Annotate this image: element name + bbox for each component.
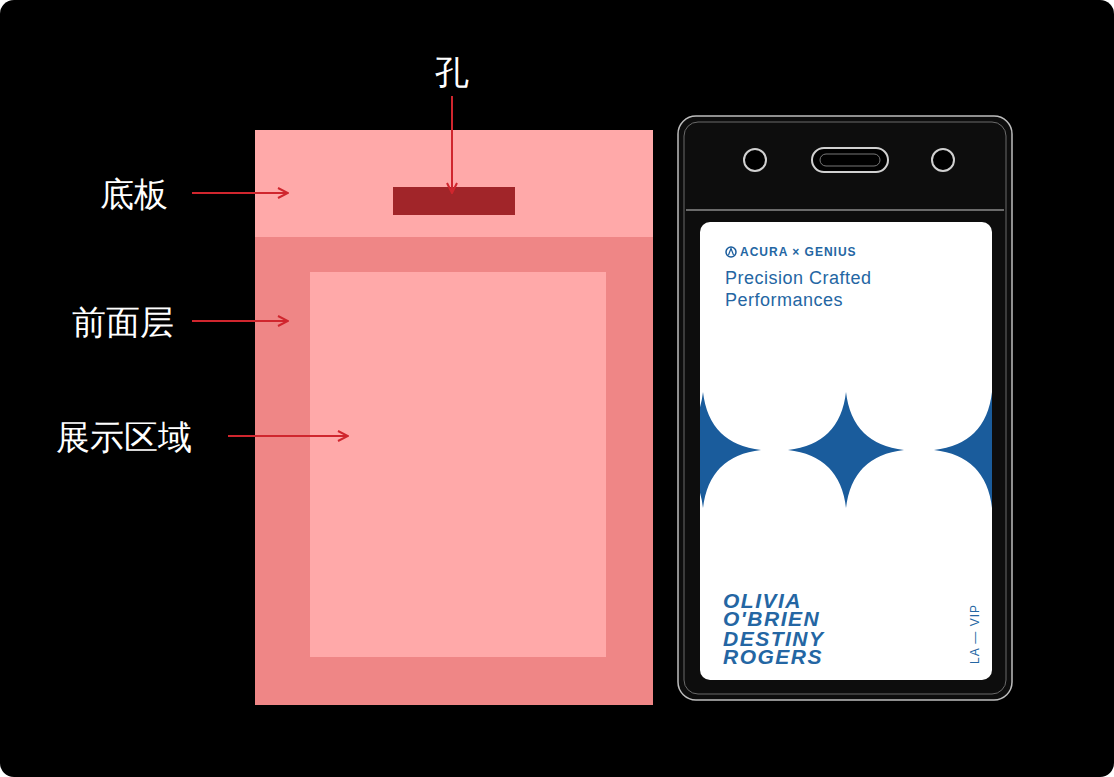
- logo-mark: [729, 249, 734, 256]
- star: [788, 392, 904, 508]
- badge-holder: [678, 116, 1012, 700]
- part-label: 展示区域: [56, 417, 192, 457]
- card-text: Precision Crafted Performances: [725, 267, 925, 311]
- logo-mark: [726, 247, 736, 257]
- base-plate: [255, 130, 653, 238]
- card-text: ACURA × GENIUS: [740, 245, 857, 259]
- leader-arrow: [192, 192, 288, 194]
- star-pattern: [700, 392, 992, 508]
- card-text: OLIVIA O'BRIEN: [723, 592, 873, 628]
- star: [700, 392, 761, 508]
- hole: [393, 187, 515, 215]
- holder-hole: [744, 149, 766, 171]
- front-layer: [255, 237, 653, 705]
- holder-seam: [686, 209, 1004, 211]
- badge-card: ACURA × GENIUS Precision Crafted Performa…: [700, 222, 992, 680]
- card-text: LA — VIP: [968, 604, 982, 664]
- holder-slot: [812, 148, 888, 172]
- display-area: [310, 272, 606, 657]
- part-label: 孔: [435, 52, 469, 92]
- leader-arrow: [451, 96, 453, 193]
- holder-edge: [684, 122, 1006, 694]
- part-label: 底板: [100, 174, 168, 214]
- leader-arrow: [228, 435, 348, 437]
- star: [934, 392, 992, 508]
- leader-arrow: [192, 320, 288, 322]
- card-text: DESTINY ROGERS: [723, 630, 873, 666]
- part-label: 前面层: [72, 302, 174, 342]
- holder-hole: [932, 149, 954, 171]
- holder-slot-inner: [820, 154, 880, 166]
